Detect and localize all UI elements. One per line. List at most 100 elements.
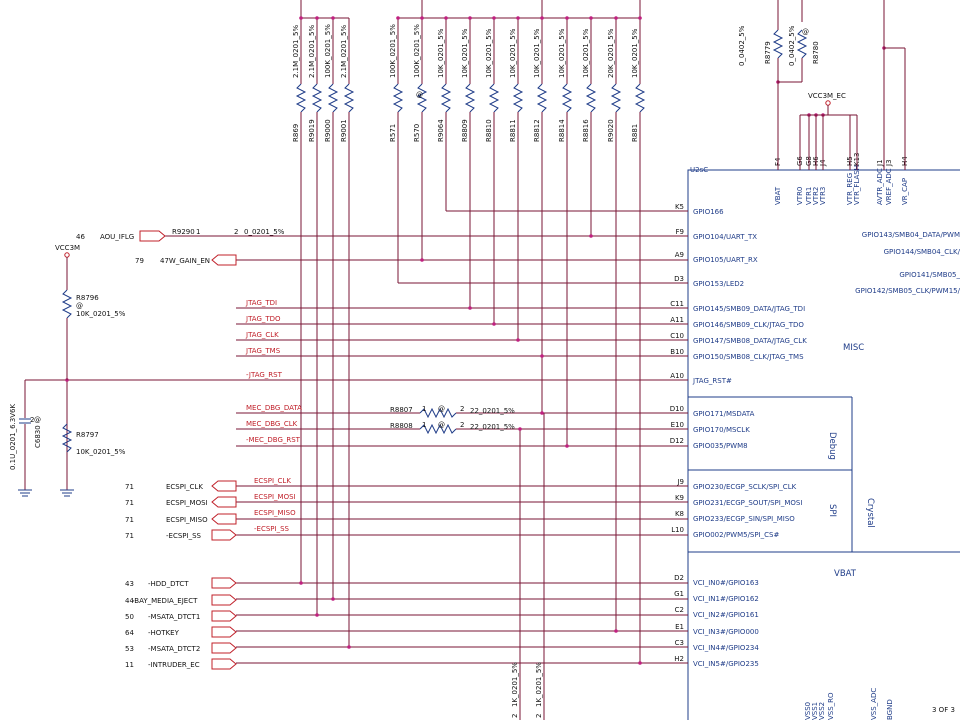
pin-number: D12 — [670, 437, 684, 445]
junction-dot — [565, 16, 569, 20]
net-label: ECSPI_MISO — [254, 509, 296, 517]
pin-name: GPIO231/ECGP_SOUT/SPI_MOSI — [693, 499, 802, 507]
junction-dot — [638, 16, 642, 20]
pin-name: VCI_IN2#/GPIO161 — [693, 611, 759, 619]
r8796-ref: R8796 — [76, 294, 99, 302]
resistor-symbol — [512, 83, 524, 113]
r9290-pin2: 2 — [234, 228, 238, 236]
pin-number: G1 — [674, 590, 684, 598]
resistor-symbol — [536, 83, 548, 113]
resistor-symbol — [327, 83, 339, 113]
pin-name: GPIO233/ECGP_SIN/SPI_MISO — [693, 515, 795, 523]
vcc-ec-section: @ 0_0402_5% R8779 0_0402_5% R8780 VCC3M_… — [738, 0, 906, 170]
junction-dot — [540, 411, 544, 415]
junction-dot — [492, 322, 496, 326]
pin-number: F9 — [676, 228, 684, 236]
resistor-r9290: R9290 1 2 0_0201_5% — [172, 228, 285, 236]
port-page-number: 44 — [125, 597, 134, 605]
pin-name: GPIO144/SMB04_CLK/ — [884, 248, 960, 256]
r8807-pin1: 1 — [422, 405, 426, 413]
r8808-pin1: 1 — [422, 421, 426, 429]
pin-number: E1 — [675, 623, 684, 631]
r9290-ref: R9290 — [172, 228, 195, 236]
r8780-value: 0_0402_5% — [788, 25, 796, 66]
port-page-number: 79 — [135, 257, 144, 265]
r8796-at: @ — [76, 302, 83, 310]
resistor-value: 1K_0201_5% — [511, 662, 519, 707]
offpage-connector — [211, 577, 237, 589]
resistor-ref: R9000 — [324, 119, 332, 142]
r9290-value: 0_0201_5% — [244, 228, 285, 236]
junction-dot — [468, 306, 472, 310]
pin-number: E10 — [671, 421, 684, 429]
pin-name: GPIO002/PWM5/SPI_CS# — [693, 531, 779, 539]
junction-dot — [315, 613, 319, 617]
pin-number: C2 — [675, 606, 684, 614]
junction-dot — [638, 661, 642, 665]
vcc-ec-label: VCC3M_EC — [808, 92, 846, 100]
left-pin-group: K5GPIO166F9GPIO104/UART_TXA9GPIO105/UART… — [670, 203, 808, 668]
pin-name: GPIO143/SMB04_DATA/PWM — [862, 231, 960, 239]
net-label: ECSPI_MOSI — [254, 493, 296, 501]
pin-name: VTR2 — [812, 187, 820, 205]
offpage-connector — [211, 626, 237, 638]
net-label: -JTAG_RST — [246, 371, 283, 379]
pin-name: VTR3 — [819, 187, 827, 205]
pin-name: VREF_ADC — [885, 168, 893, 205]
junction-dot — [299, 16, 303, 20]
r8807-ref: R8807 — [390, 406, 413, 414]
vcc3m-left-label: VCC3M — [55, 244, 80, 252]
pin-number: A9 — [675, 251, 684, 259]
pin-name: GPIO150/SMB08_CLK/JTAG_TMS — [693, 353, 804, 361]
pin-number: B10 — [670, 348, 684, 356]
port-page-number: 50 — [125, 613, 134, 621]
offpage-connector — [211, 658, 237, 670]
resistor-symbol — [561, 83, 573, 113]
resistor-ref: R869 — [292, 124, 300, 142]
pin-number: J1 — [876, 159, 884, 167]
resistor-value: 10K_0201_5% — [437, 28, 445, 78]
r9290-pin1: 1 — [196, 228, 200, 236]
r8807-value: 22_0201_5% — [470, 407, 515, 415]
net-label: JTAG_TDO — [245, 315, 281, 323]
resistor-symbol — [392, 83, 404, 113]
junction-dot — [331, 597, 335, 601]
net-label: MEC_DBG_DATA — [246, 404, 302, 412]
net-label: MEC_DBG_CLK — [246, 420, 298, 428]
pin-name: GPIO166 — [693, 208, 724, 216]
resistor-value: 20K_0201_5% — [607, 28, 615, 78]
junction-dot — [420, 16, 424, 20]
port-label: -MSATA_DTCT1 — [148, 613, 200, 621]
pin-name: GPIO105/UART_RX — [693, 256, 758, 264]
pin-name: VSS1 — [811, 702, 819, 720]
pin-number: J9 — [676, 478, 684, 486]
resistor-ref: R9019 — [308, 119, 316, 142]
port-label: AOU_IFLG — [100, 233, 134, 241]
pin-name: GPIO153/LED2 — [693, 280, 744, 288]
net-label: -ECSPI_SS — [254, 525, 290, 533]
debug-block-label: Debug — [827, 432, 837, 460]
net-label: ECSPI_CLK — [254, 477, 291, 485]
net-label: -MEC_DBG_RST — [246, 436, 301, 444]
pin-number: D3 — [674, 275, 684, 283]
offpage-connector — [211, 496, 237, 508]
right-pin-group: GPIO143/SMB04_DATA/PWM GPIO144/SMB04_CLK/… — [855, 231, 960, 295]
junction-dot — [347, 645, 351, 649]
resistor-value: 2.1M_0201_5% — [340, 25, 348, 78]
resistor-symbol — [464, 83, 476, 113]
resistor-value: 10K_0201_5% — [461, 28, 469, 78]
r8780-at: @ — [802, 28, 809, 36]
junction-dot — [540, 354, 544, 358]
port-page-number: 11 — [125, 661, 134, 669]
junction-dot — [516, 16, 520, 20]
top-pin-group: F4VBATG6VTR0G8VTR1H6VTR2J4VTR3H5VTR_REGK… — [774, 153, 909, 206]
resistor-value: 100K_0201_5% — [324, 24, 332, 78]
port-label: -HOTKEY — [148, 629, 180, 637]
c6830-ref: C6830 — [34, 425, 42, 448]
port-page-number: 64 — [125, 629, 134, 637]
pin-number: K5 — [675, 203, 684, 211]
resistor-ref: R8812 — [533, 119, 541, 142]
port-label: -MSATA_DTCT2 — [148, 645, 200, 653]
resistor-ref: R8811 — [509, 119, 517, 142]
pin-name: VSS_RO — [827, 692, 835, 720]
